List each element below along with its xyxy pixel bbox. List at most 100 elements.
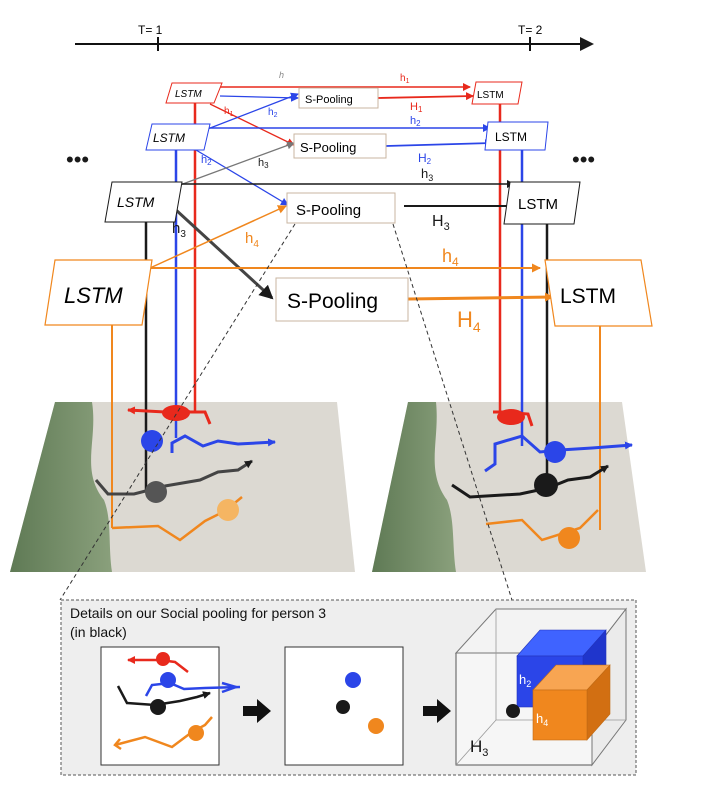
detail-arrowhead-p4 — [113, 738, 122, 751]
connections — [149, 83, 554, 302]
lstm-label-p3-right: LSTM — [518, 196, 558, 213]
process-arrow-1 — [243, 699, 271, 723]
link-h2-diag-up — [204, 92, 299, 131]
tensor-label-h4: h4 — [536, 711, 548, 728]
label-h3-diag: h3 — [258, 157, 269, 170]
link-H4 — [407, 292, 554, 302]
lstm-box-p2-right — [484, 121, 549, 151]
label-h4-diag: h4 — [245, 230, 259, 250]
label-H4: H4 — [457, 307, 481, 335]
pooling-box-p2 — [293, 133, 387, 159]
label-h2-diag: h2 — [268, 107, 278, 119]
detail-arrowhead-p2 — [221, 681, 241, 694]
tensor-label-h2: h2 — [519, 672, 531, 689]
scene-right-grass — [372, 402, 456, 572]
link-h1-diag — [209, 103, 295, 146]
pooling-boxes: S-Pooling S-Pooling S-Pooling S-Pooling — [275, 87, 409, 322]
detail-person1 — [156, 652, 170, 666]
pooling-box-p4 — [275, 277, 409, 322]
lstm-right-column: LSTM LSTM LSTM LSTM — [471, 81, 653, 327]
details-panel: Details on our Social pooling for person… — [60, 599, 637, 776]
lstm-box-p1-left — [165, 82, 223, 104]
label-t1: T= 1 — [138, 23, 163, 37]
detail-trajectory-p4 — [114, 716, 213, 749]
person2-right — [544, 441, 566, 463]
label-h-gray: h — [279, 70, 284, 80]
detail-trajectory-p2 — [144, 681, 241, 697]
link-h2-diag-down — [195, 149, 289, 206]
trajectories-left — [94, 405, 276, 542]
zoom-line-right — [392, 223, 513, 601]
label-H1: H1 — [410, 101, 423, 114]
timeline: T= 1 T= 2 — [75, 23, 594, 51]
trajectory-person4-right — [485, 509, 599, 542]
ellipsis-right: ••• — [572, 147, 595, 172]
process-arrow-2 — [423, 699, 451, 723]
scene-left — [10, 402, 355, 572]
details-caption-line1: Details on our Social pooling for person… — [70, 605, 326, 621]
link-to-pool1 — [219, 93, 299, 102]
detail-person2 — [160, 672, 176, 688]
scene-right — [372, 402, 646, 572]
lstm-label-p4-left: LSTM — [64, 283, 123, 308]
lstm-left-column: LSTM LSTM LSTM LSTM — [44, 82, 223, 326]
label-h3-long: h3 — [172, 220, 186, 240]
pooling-label-p3: S-Pooling — [296, 202, 361, 219]
link-H2 — [385, 139, 493, 148]
pooling-label-p4: S-Pooling — [287, 290, 378, 313]
tensor-block-h4: h4 — [532, 664, 611, 741]
lstm-box-p4-left — [44, 259, 153, 326]
person1-left — [162, 405, 190, 421]
lstm-box-p3-right — [503, 181, 581, 225]
label-t2: T= 2 — [518, 23, 543, 37]
details-caption-line2: (in black) — [70, 624, 127, 640]
lstm-box-p1-right — [471, 81, 523, 105]
detail-person4 — [188, 725, 204, 741]
lstm-label-p1-left: LSTM — [175, 89, 202, 100]
lstm-box-p2-left — [145, 123, 211, 151]
trajectory-person2-left — [170, 434, 276, 453]
person3-right — [534, 473, 558, 497]
position-person3 — [336, 700, 350, 714]
detail-person3 — [150, 699, 166, 715]
trajectory-person2-right — [484, 434, 633, 473]
label-h2-low: h2 — [201, 154, 212, 167]
lstm-label-p2-right: LSTM — [495, 130, 527, 144]
link-h3-long — [174, 208, 274, 300]
lstm-label-p2-left: LSTM — [153, 131, 185, 145]
lstm-label-p1-right: LSTM — [477, 90, 504, 101]
trajectory-person3-left — [94, 459, 253, 496]
ellipsis-left: ••• — [66, 147, 89, 172]
person2-left — [141, 430, 163, 452]
trajectories-right — [451, 409, 633, 549]
pooling-box-p3 — [286, 192, 396, 224]
lstm-label-p4-right: LSTM — [560, 285, 616, 308]
label-H3: H3 — [432, 213, 450, 233]
detail-trajectory-p3 — [116, 685, 211, 707]
label-h3-top: h3 — [421, 166, 433, 183]
lstm-box-p4-right — [544, 259, 653, 327]
label-h2-top: h2 — [410, 115, 421, 128]
link-H1 — [377, 92, 474, 101]
zoom-line-left — [59, 223, 296, 601]
tensor-person3 — [506, 704, 520, 718]
person4-right — [558, 527, 580, 549]
hidden-state-labels: h h1 h1 H1 h2 h2 h2 H2 h3 h3 H3 h3 h4 h4… — [172, 70, 481, 335]
person4-left — [217, 499, 239, 521]
label-h1-diag: h1 — [224, 106, 234, 118]
lstm-label-p3-left: LSTM — [117, 194, 155, 210]
scene-left-grass — [10, 402, 112, 572]
tensor-label-H3: H3 — [470, 737, 488, 759]
person1-right — [497, 409, 525, 425]
label-H2: H2 — [418, 151, 432, 166]
pooling-box-p1 — [298, 87, 379, 109]
lstm-box-p3-left — [104, 181, 183, 223]
link-h4-diag — [149, 205, 287, 269]
label-h1-top: h1 — [400, 73, 410, 85]
pooling-label-p2: S-Pooling — [300, 140, 356, 155]
position-person2 — [345, 672, 361, 688]
label-h4-top: h4 — [442, 246, 459, 269]
position-person4 — [368, 718, 384, 734]
link-h3-diag-up — [179, 141, 295, 186]
